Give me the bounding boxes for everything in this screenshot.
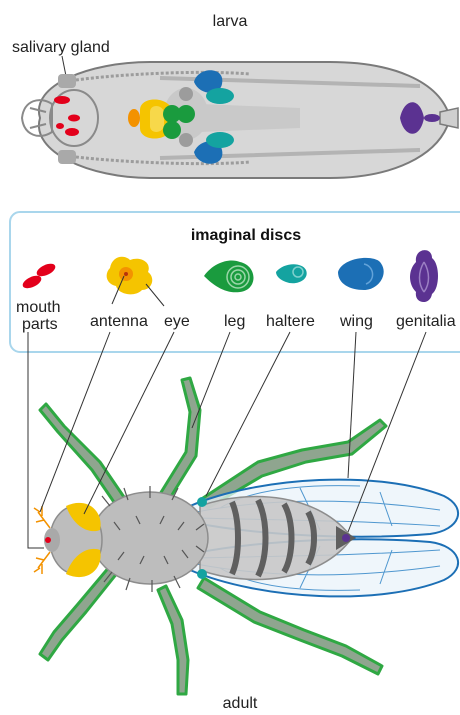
antenna-eye-disc-icon xyxy=(107,257,153,295)
larva-label: larva xyxy=(213,13,248,30)
wing-leader xyxy=(348,332,356,478)
haltere-disc-icon xyxy=(276,264,307,283)
adult-fly xyxy=(34,378,458,694)
larva-mouthparts-disc xyxy=(54,96,70,104)
mouth-label: mouth xyxy=(16,299,60,316)
salivary-gland-label: salivary gland xyxy=(12,39,110,56)
leg-disc-icon xyxy=(204,261,254,293)
adult-mouthparts xyxy=(45,537,51,543)
genitalia-label: genitalia xyxy=(396,313,456,330)
eye-label: eye xyxy=(164,313,190,330)
parts-label: parts xyxy=(22,316,58,333)
salivary-gland-leader xyxy=(62,56,66,76)
leg-leader xyxy=(192,332,230,428)
wing-label: wing xyxy=(339,313,373,330)
adult-label: adult xyxy=(223,695,258,712)
wing-disc-icon xyxy=(338,258,384,290)
larva-body xyxy=(22,62,458,178)
adult-haltere xyxy=(197,497,207,507)
larva-haltere-disc xyxy=(206,88,234,104)
eye-leader xyxy=(84,332,174,514)
adult-genitalia xyxy=(342,534,350,542)
leg-label: leg xyxy=(224,313,245,330)
panel-title: imaginal discs xyxy=(191,227,301,244)
antenna-label: antenna xyxy=(90,313,148,330)
mouthparts-disc-icon xyxy=(21,261,57,291)
haltere-label: haltere xyxy=(266,313,315,330)
genitalia-disc-icon xyxy=(410,250,438,302)
